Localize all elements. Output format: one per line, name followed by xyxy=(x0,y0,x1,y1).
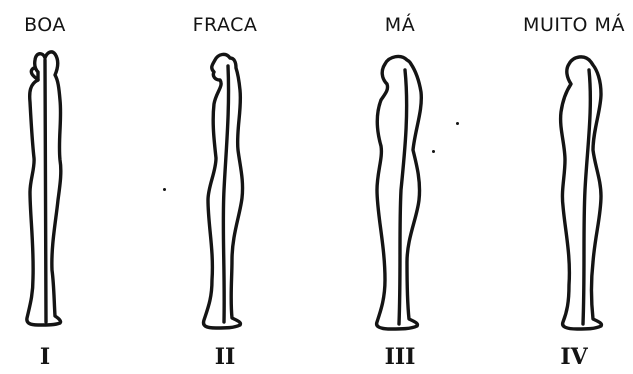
posture-panel-muito-ma: MUITO MÁ xyxy=(515,0,633,374)
posture-label: BOA xyxy=(0,14,90,36)
posture-numeral: II xyxy=(170,344,280,370)
posture-numeral: III xyxy=(345,344,455,370)
posture-panel-ma: MÁ xyxy=(345,0,455,374)
posture-label: MÁ xyxy=(345,14,455,36)
posture-panel-fraca: FRACA xyxy=(170,0,280,374)
figure-ma xyxy=(345,40,455,340)
figure-fraca xyxy=(170,40,280,340)
posture-panel-boa: BOA xyxy=(0,0,90,374)
figure-boa xyxy=(0,40,90,340)
posture-label: MUITO MÁ xyxy=(515,14,633,36)
posture-label: FRACA xyxy=(170,14,280,36)
posture-numeral: IV xyxy=(515,344,633,370)
scan-speck xyxy=(456,122,459,125)
posture-numeral: I xyxy=(0,344,90,370)
scan-speck xyxy=(432,150,435,153)
figure-muito-ma xyxy=(515,40,633,340)
scan-speck xyxy=(163,188,166,191)
